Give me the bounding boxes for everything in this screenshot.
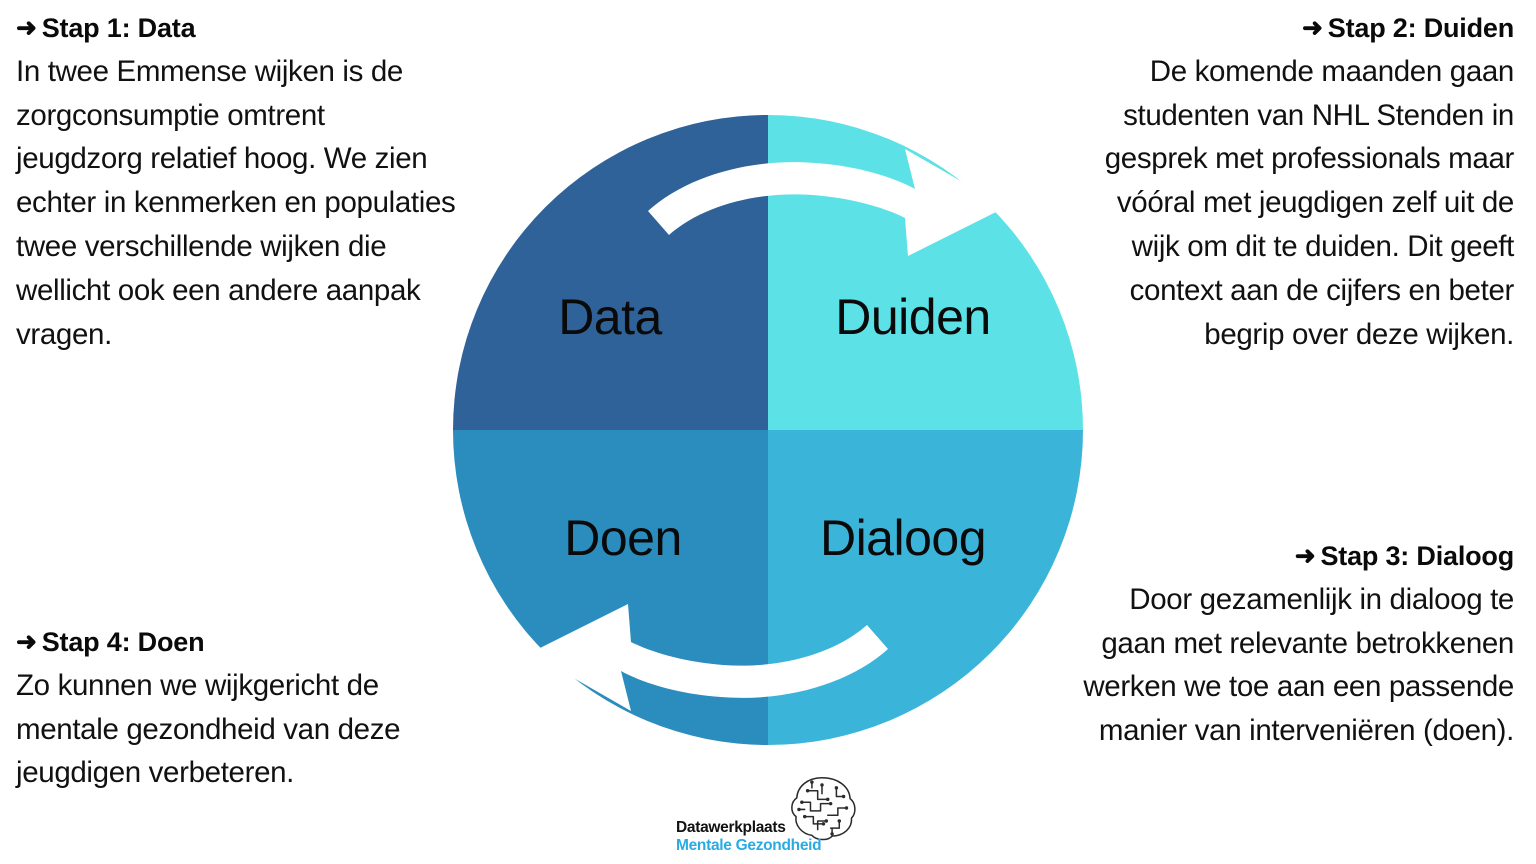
- logo-text: Datawerkplaats Mentale Gezondheid: [676, 819, 826, 854]
- step-doen-heading: ➜Stap 4: Doen: [16, 626, 456, 660]
- step-block-duiden: ➜Stap 2: Duiden De komende maanden gaan …: [1074, 12, 1515, 356]
- arrow-right-icon: ➜: [1302, 14, 1323, 42]
- step-doen-heading-text: Stap 4: Doen: [41, 627, 205, 657]
- circuit-brain-icon: [786, 772, 858, 844]
- arrow-right-icon: ➜: [1294, 542, 1316, 570]
- quadrant-data[interactable]: [453, 115, 768, 430]
- step-dialoog-heading-text: Stap 3: Dialoog: [1320, 541, 1514, 571]
- step-data-heading: ➜Stap 1: Data: [16, 12, 456, 46]
- step-block-dialoog: ➜Stap 3: Dialoog Door gezamenlijk in dia…: [1074, 540, 1514, 753]
- step-dialoog-body: Door gezamenlijk in dialoog te gaan met …: [1083, 582, 1514, 748]
- step-duiden-heading: ➜Stap 2: Duiden: [1074, 12, 1514, 46]
- quadrant-label-dialoog: Dialoog: [820, 510, 986, 566]
- step-data-body: In twee Emmense wijken is de zorgconsump…: [16, 54, 456, 351]
- quadrant-label-data: Data: [558, 289, 662, 345]
- logo: Datawerkplaats Mentale Gezondheid: [676, 772, 860, 860]
- quadrant-label-doen: Doen: [564, 510, 682, 566]
- step-data-heading-text: Stap 1: Data: [41, 13, 196, 43]
- step-duiden-body: De komende maanden gaan studenten van NH…: [1104, 54, 1515, 351]
- cycle-arrow-top: [648, 149, 1006, 256]
- cycle-diagram: Data Duiden Doen Dialoog: [453, 115, 1083, 745]
- step-doen-body: Zo kunnen we wijkgericht de mentale gezo…: [16, 668, 401, 790]
- quadrant-dialoog[interactable]: [768, 430, 1083, 745]
- arrow-right-icon: ➜: [16, 14, 37, 42]
- cycle-arrow-bottom: [530, 604, 888, 711]
- step-block-data: ➜Stap 1: Data In twee Emmense wijken is …: [16, 12, 456, 356]
- arrow-right-icon: ➜: [16, 628, 37, 656]
- quadrant-label-duiden: Duiden: [835, 289, 990, 345]
- step-duiden-heading-text: Stap 2: Duiden: [1327, 13, 1514, 43]
- step-dialoog-heading: ➜Stap 3: Dialoog: [1074, 540, 1514, 574]
- step-block-doen: ➜Stap 4: Doen Zo kunnen we wijkgericht d…: [16, 626, 456, 795]
- logo-line-1: Datawerkplaats: [676, 819, 786, 837]
- logo-line-2: Mentale Gezondheid: [676, 836, 822, 854]
